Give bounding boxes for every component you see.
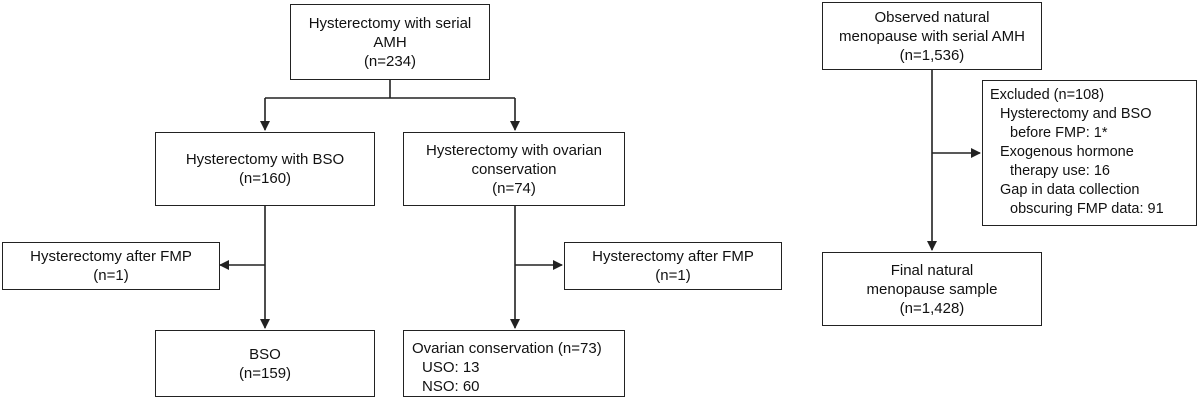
observed-natural-menopause-box: Observed natural menopause with serial A… — [822, 2, 1042, 70]
hysterectomy-serial-amh-box: Hysterectomy with serial AMH (n=234) — [290, 4, 490, 80]
box-line: AMH — [373, 33, 407, 51]
box-line: (n=159) — [238, 364, 292, 382]
box-line: Gap in data collection — [1000, 182, 1140, 198]
box-line: Final natural — [890, 261, 974, 279]
excluded-box: Excluded (n=108) Hysterectomy and BSO be… — [982, 80, 1197, 226]
final-natural-menopause-box: Final natural menopause sample (n=1,428) — [822, 252, 1042, 326]
box-line: Hysterectomy with ovarian — [426, 141, 602, 159]
box-line: BSO — [249, 345, 281, 363]
box-line: Hysterectomy with BSO — [185, 151, 345, 168]
ovarian-excluded-box: Hysterectomy after FMP (n=1) — [564, 242, 782, 290]
box-line: therapy use: 16 — [1010, 163, 1110, 179]
box-line: USO: 13 — [422, 359, 480, 376]
box-line: (n=1,536) — [899, 46, 965, 64]
box-line: Ovarian conservation (n=73) — [412, 340, 602, 357]
box-line: (n=160) — [238, 170, 292, 187]
box-line: menopause with serial AMH — [839, 27, 1025, 45]
bso-final-box: BSO (n=159) — [155, 330, 375, 397]
box-line: obscuring FMP data: 91 — [1010, 201, 1164, 217]
box-line: (n=74) — [492, 179, 536, 197]
hysterectomy-bso-box: Hysterectomy with BSO (n=160) — [155, 132, 375, 206]
bso-excluded-box: Hysterectomy after FMP (n=1) — [2, 242, 220, 290]
box-line: (n=1) — [93, 267, 129, 284]
box-line: menopause sample — [866, 280, 998, 298]
box-line: (n=1) — [655, 267, 691, 284]
box-line: Hysterectomy after FMP — [30, 248, 192, 265]
box-line: Hysterectomy and BSO — [1000, 106, 1152, 122]
box-line: before FMP: 1* — [1010, 125, 1108, 141]
box-line: Exogenous hormone — [1000, 144, 1134, 160]
box-line: NSO: 60 — [422, 378, 480, 395]
box-line: Excluded (n=108) — [990, 87, 1105, 103]
hysterectomy-ovarian-conservation-box: Hysterectomy with ovarian conservation (… — [403, 132, 625, 206]
box-line: (n=1,428) — [899, 299, 965, 317]
box-line: Observed natural — [874, 8, 990, 26]
box-line: Hysterectomy after FMP — [592, 248, 754, 265]
box-line: Hysterectomy with serial — [308, 14, 472, 32]
box-line: (n=234) — [363, 52, 417, 70]
ovarian-conservation-final-box: Ovarian conservation (n=73) USO: 13 NSO:… — [403, 330, 625, 397]
box-line: conservation — [471, 160, 557, 178]
